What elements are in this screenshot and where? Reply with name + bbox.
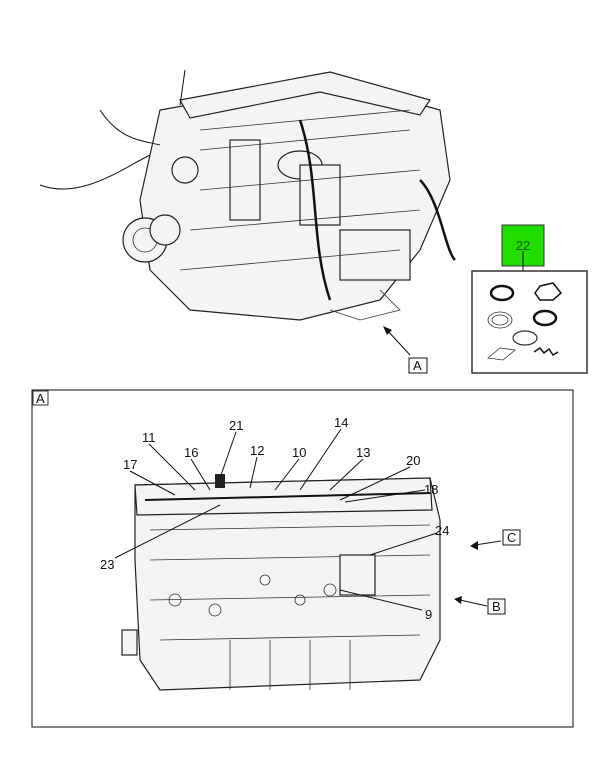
callout-13[interactable]: 13: [356, 445, 370, 460]
callout-24[interactable]: 24: [435, 523, 449, 538]
callout-10[interactable]: 10: [292, 445, 306, 460]
callout-20[interactable]: 20: [406, 453, 420, 468]
callout-23[interactable]: 23: [100, 557, 114, 572]
callout-16[interactable]: 16: [184, 445, 198, 460]
view-ref-box-a: [408, 357, 428, 374]
view-ref-c-label[interactable]: C: [507, 530, 516, 545]
callout-17[interactable]: 17: [123, 457, 137, 472]
callout-12[interactable]: 12: [250, 443, 264, 458]
kit-seal-icons: [487, 282, 563, 361]
callout-21[interactable]: 21: [229, 418, 243, 433]
detail-view-label: A: [36, 391, 45, 406]
callout-18[interactable]: 18: [424, 482, 438, 497]
leader-line: [386, 329, 411, 356]
callout-leaders: [114, 428, 502, 611]
detail-view-frame: [31, 389, 574, 728]
engine-assembly-illustration: [39, 69, 456, 321]
view-ref-b-label[interactable]: B: [492, 599, 501, 614]
view-ref-box-c: [502, 529, 521, 546]
view-ref-box-b: [487, 598, 506, 615]
callout-9[interactable]: 9: [425, 607, 432, 622]
view-ref-a-label: A: [413, 358, 422, 373]
callout-14[interactable]: 14: [334, 415, 348, 430]
kit-contents-box: [471, 270, 588, 374]
kit-callout-label: 22: [516, 238, 530, 253]
callout-11[interactable]: 11: [142, 430, 156, 445]
engine-block-illustration: [121, 474, 441, 691]
